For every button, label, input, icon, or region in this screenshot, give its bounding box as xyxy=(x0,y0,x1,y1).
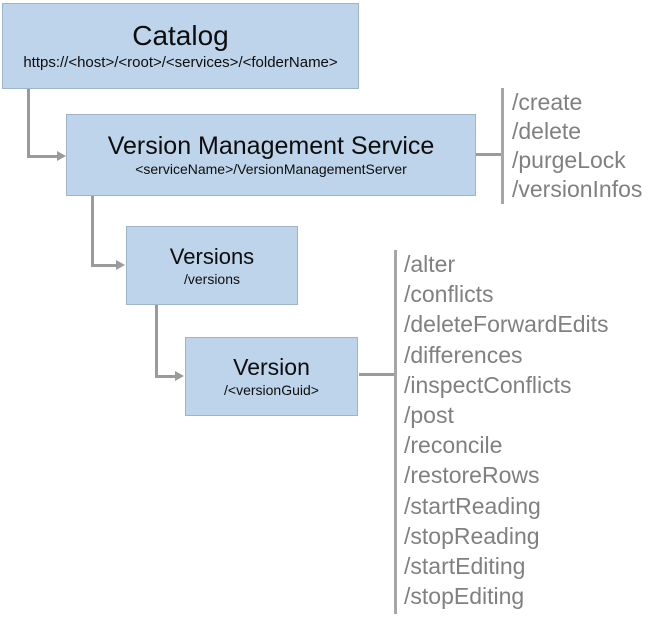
endpoint-item: /conflicts xyxy=(404,281,494,308)
node-version: Version /<versionGuid> xyxy=(185,337,358,416)
node-version-subtitle: /<versionGuid> xyxy=(224,382,319,399)
connector-catalog-to-vms-horizontal xyxy=(27,155,60,158)
endpoint-item: /reconcile xyxy=(404,432,503,459)
endpoint-item: /stopReading xyxy=(404,522,540,549)
endpoint-item: /restoreRows xyxy=(404,462,540,489)
bracket-bar-vms-endpoints xyxy=(501,88,504,204)
node-versions-subtitle: /versions xyxy=(183,270,241,287)
node-version-management-service: Version Management Service <serviceName>… xyxy=(66,114,476,196)
arrow-icon-versions-to-version xyxy=(175,371,184,381)
connector-versions-to-version-vertical xyxy=(155,305,158,376)
connector-versions-to-version-horizontal xyxy=(155,375,177,378)
bracket-stem-vms-endpoints xyxy=(476,153,503,156)
endpoint-item: /inspectConflicts xyxy=(404,371,572,398)
arrow-icon-vms-to-versions xyxy=(116,260,125,270)
endpoint-item: /differences xyxy=(404,341,523,368)
connector-vms-to-versions-horizontal xyxy=(91,264,118,267)
node-version-management-service-title: Version Management Service xyxy=(107,132,435,161)
endpoint-item: /delete xyxy=(512,118,582,144)
endpoint-list-version: /alter /conflicts /deleteForwardEdits /d… xyxy=(404,249,609,611)
endpoint-item: /startEditing xyxy=(404,553,526,580)
endpoint-item: /stopEditing xyxy=(404,583,525,610)
endpoint-list-vms: /create /delete /purgeLock /versionInfos xyxy=(512,88,642,204)
endpoint-item: /post xyxy=(404,402,454,429)
node-catalog: Catalog https://<host>/<root>/<services>… xyxy=(2,3,359,89)
endpoint-item: /create xyxy=(512,89,583,115)
node-versions: Versions /versions xyxy=(126,226,298,305)
endpoint-item: /deleteForwardEdits xyxy=(404,311,609,338)
node-versions-title: Versions xyxy=(169,243,255,269)
bracket-bar-version-endpoints xyxy=(394,250,397,614)
connector-catalog-to-vms-vertical xyxy=(27,89,30,157)
bracket-stem-version-endpoints xyxy=(359,373,396,376)
connector-vms-to-versions-vertical xyxy=(91,196,94,266)
arrow-icon-catalog-to-vms xyxy=(57,151,66,161)
node-version-management-service-subtitle: <serviceName>/VersionManagementServer xyxy=(135,161,407,178)
endpoint-item: /alter xyxy=(404,251,456,277)
endpoint-item: /purgeLock xyxy=(512,147,626,173)
node-catalog-subtitle: https://<host>/<root>/<services>/<folder… xyxy=(23,53,338,71)
node-version-title: Version xyxy=(233,354,310,381)
node-catalog-title: Catalog xyxy=(132,20,229,52)
endpoint-item: /versionInfos xyxy=(512,176,643,202)
endpoint-item: /startReading xyxy=(404,492,541,519)
